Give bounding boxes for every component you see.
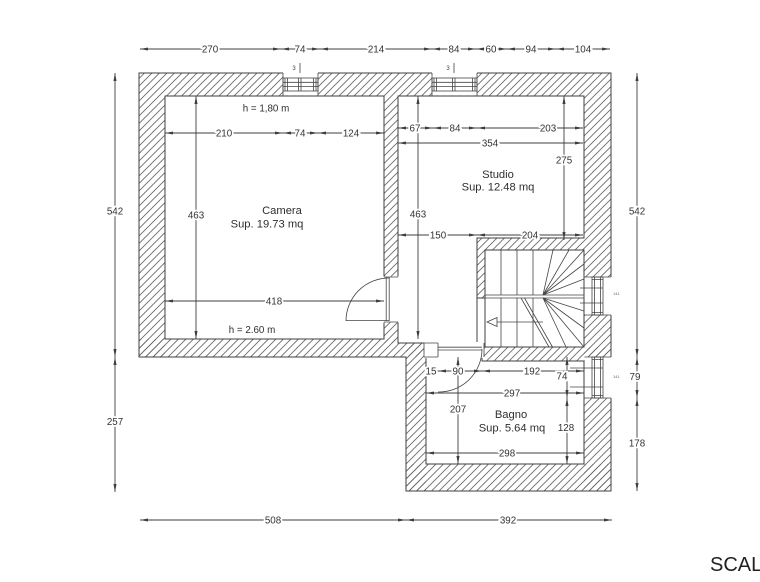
- svg-text:79: 79: [630, 372, 641, 383]
- room-area-camera: Sup. 19.73 mq: [231, 219, 304, 231]
- svg-text:74: 74: [295, 44, 306, 55]
- svg-text:178: 178: [629, 439, 646, 450]
- svg-text:463: 463: [410, 210, 427, 221]
- svg-text:257: 257: [107, 417, 123, 428]
- room-labels: Camera Sup. 19.73 mq h = 1,80 m h = 2.60…: [229, 104, 546, 435]
- svg-text:84: 84: [450, 123, 461, 134]
- svg-text:74: 74: [557, 372, 568, 383]
- svg-text:15: 15: [426, 366, 437, 377]
- room-voids: [165, 96, 584, 464]
- svg-text:210: 210: [216, 128, 233, 139]
- camera-height-note-bottom: h = 2.60 m: [229, 325, 276, 336]
- svg-text:463: 463: [188, 211, 205, 222]
- window-top-camera: [282, 63, 319, 92]
- svg-text:354: 354: [482, 138, 499, 149]
- svg-text:203: 203: [540, 123, 557, 134]
- window-right-lower: [570, 356, 604, 399]
- window-top-studio: [431, 63, 478, 92]
- svg-text:207: 207: [450, 405, 466, 416]
- svg-text:60: 60: [486, 44, 497, 55]
- room-label-bagno: Bagno: [495, 409, 527, 421]
- room-area-studio: Sup. 12.48 mq: [462, 182, 535, 194]
- stairs: [485, 249, 585, 348]
- svg-text:3: 3: [292, 66, 296, 72]
- door-camera: [345, 277, 390, 322]
- svg-text:124: 124: [343, 128, 360, 139]
- svg-text:214: 214: [368, 44, 385, 55]
- svg-text:508: 508: [265, 515, 282, 526]
- svg-text:150: 150: [430, 230, 447, 241]
- room-label-camera: Camera: [262, 205, 303, 217]
- svg-text:204: 204: [522, 230, 539, 241]
- svg-text:3: 3: [446, 66, 450, 72]
- window-right-upper: [580, 276, 604, 316]
- scale-label: SCAL: [710, 554, 760, 576]
- svg-text:128: 128: [558, 423, 575, 434]
- svg-text:84: 84: [449, 44, 460, 55]
- room-area-bagno: Sup. 5.64 mq: [479, 423, 546, 435]
- svg-text:542: 542: [629, 207, 645, 218]
- building-outline: [138, 72, 612, 492]
- camera-height-note-top: h = 1,80 m: [243, 104, 290, 115]
- door-bagno: [437, 346, 483, 393]
- svg-text:141: 141: [613, 374, 620, 379]
- svg-text:141: 141: [613, 291, 620, 296]
- window-marks: 3 3 141 141: [292, 66, 620, 379]
- svg-text:275: 275: [556, 156, 573, 167]
- svg-text:67: 67: [410, 123, 421, 134]
- svg-text:192: 192: [524, 366, 540, 377]
- svg-text:542: 542: [107, 207, 123, 218]
- svg-text:270: 270: [202, 44, 219, 55]
- svg-text:90: 90: [453, 366, 464, 377]
- svg-text:392: 392: [500, 515, 516, 526]
- dimension-lines: [113, 47, 639, 522]
- svg-text:104: 104: [575, 44, 592, 55]
- svg-text:74: 74: [295, 128, 306, 139]
- svg-text:418: 418: [266, 296, 283, 307]
- room-label-studio: Studio: [482, 169, 514, 181]
- svg-text:94: 94: [526, 44, 537, 55]
- svg-text:297: 297: [504, 388, 520, 399]
- dimension-labels: 270 74 214 84 60 94 104 542 257 542 79 1…: [105, 43, 647, 529]
- svg-text:298: 298: [499, 448, 516, 459]
